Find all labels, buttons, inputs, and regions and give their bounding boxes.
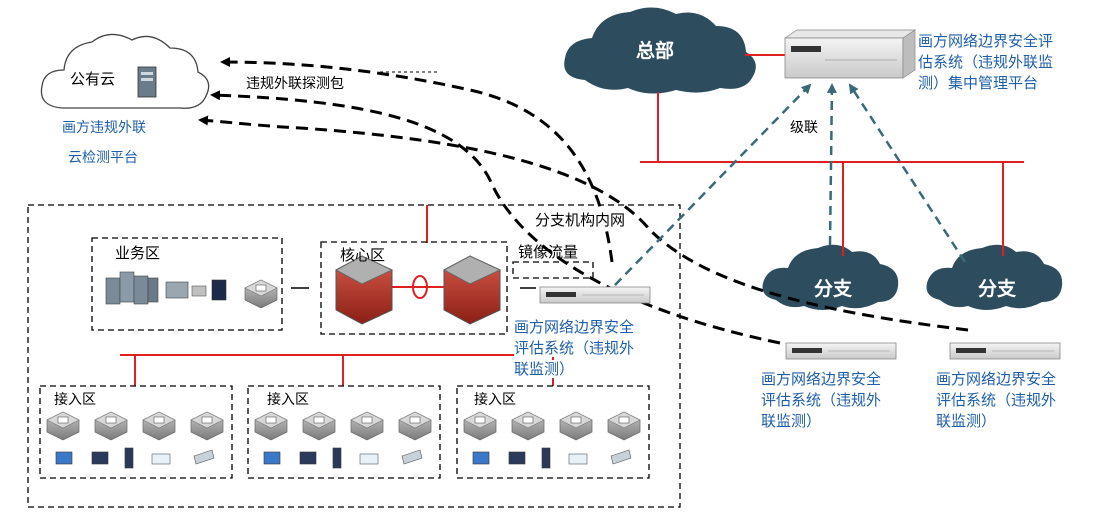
local-device-line3: 联监测） [514, 360, 575, 378]
public-platform-line2: 云检测平台 [68, 150, 138, 166]
probe-arrows [198, 57, 969, 345]
public-cloud-label: 公有云 [70, 70, 116, 88]
branch2-device-line3: 联监测） [936, 412, 997, 430]
branch-intranet-box [27, 204, 681, 508]
access-zone-2-label: 接入区 [267, 392, 309, 408]
branch2-cloud [926, 244, 1063, 310]
access-zone-box-1 [39, 385, 233, 479]
public-cloud-server-icon [137, 66, 157, 98]
core-firewall-right-icon [442, 255, 502, 325]
cascade-label: 级联 [790, 120, 818, 136]
local-appliance-icon [539, 286, 651, 304]
hq-cloud-label: 总部 [636, 40, 675, 62]
access-zone-3-switches [463, 411, 641, 441]
access-zone-2-switches [254, 411, 432, 441]
access-zone-box-3 [456, 385, 650, 479]
access-zone-1-terminals [55, 447, 215, 469]
hq-platform-line3: 测）集中管理平台 [918, 74, 1039, 92]
access-zone-1-label: 接入区 [54, 392, 96, 408]
probe-packet-label: 违规外联探测包 [246, 76, 344, 92]
access-zone-2-terminals [263, 447, 423, 469]
core-firewall-left-icon [334, 255, 394, 325]
branch1-appliance-icon [785, 342, 897, 360]
hq-cloud [564, 7, 756, 94]
branch1-device-line3: 联监测） [761, 412, 822, 430]
business-zone-box [91, 237, 283, 331]
branch2-device-line1: 画方网络边界安全 [936, 370, 1057, 388]
core-zone-label: 核心区 [340, 246, 386, 264]
public-cloud [40, 33, 210, 109]
branch1-device-line1: 画方网络边界安全 [761, 370, 882, 388]
core-zone-box [320, 241, 508, 335]
hq-platform-line1: 画方网络边界安全评 [918, 32, 1054, 50]
mirror-traffic-label: 镜像流量 [518, 243, 579, 261]
access-zone-3-label: 接入区 [474, 392, 516, 408]
branch2-cloud-label: 分支 [978, 278, 1017, 300]
access-zone-3-terminals [472, 447, 632, 469]
branch2-device-line2: 评估系统（违规外 [936, 391, 1057, 409]
business-servers-icon [105, 271, 227, 305]
branch1-cloud-label: 分支 [814, 278, 853, 300]
business-switch-icon [244, 279, 278, 309]
branch1-device-line2: 评估系统（违规外 [761, 391, 882, 409]
business-zone-label: 业务区 [115, 244, 161, 262]
hq-platform-line2: 估系统（违规外联监 [918, 53, 1054, 71]
branch1-cloud [762, 244, 899, 310]
cascade-arrows [614, 83, 967, 286]
local-device-line1: 画方网络边界安全 [514, 318, 635, 336]
public-platform-line1: 画方违规外联 [62, 120, 146, 136]
access-zone-1-switches [46, 411, 224, 441]
hq-appliance-icon [783, 29, 917, 79]
access-zone-box-2 [247, 385, 441, 479]
mirror-box [512, 261, 594, 279]
local-device-line2: 评估系统（违规外 [514, 339, 635, 357]
branch2-appliance-icon [949, 342, 1061, 360]
branch-network-label: 分支机构内网 [535, 211, 626, 229]
